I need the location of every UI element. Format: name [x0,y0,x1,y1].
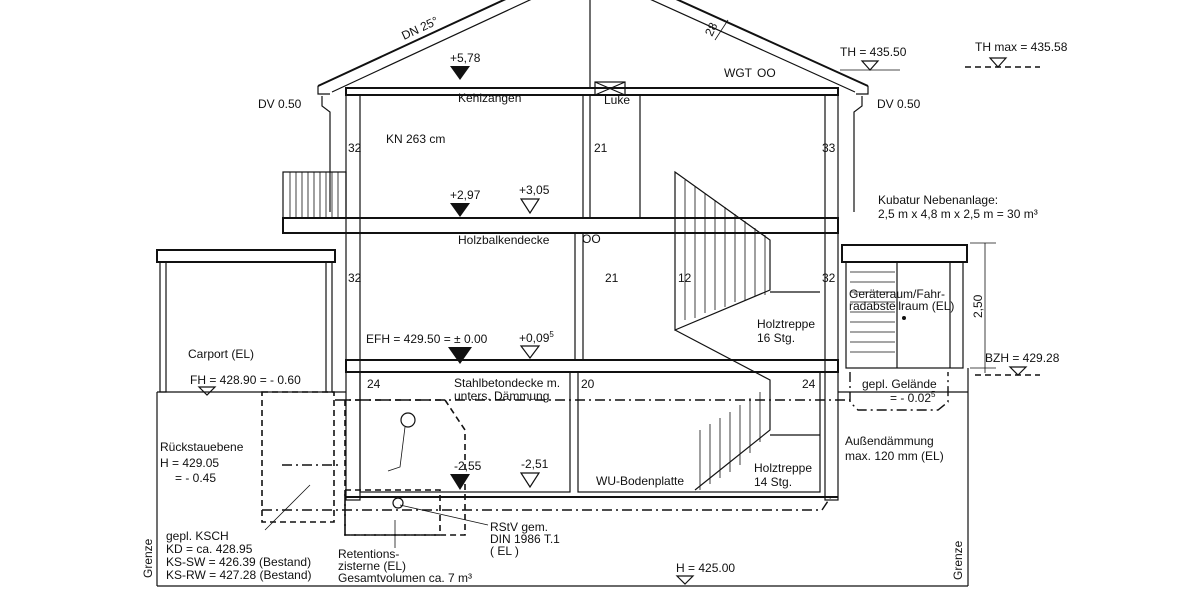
carport-floor-height: FH = 428.90 = - 0.60 [190,373,301,387]
basement-level-raw: -2,55 [454,459,482,473]
terrain-label: gepl. Gelände [862,377,937,391]
basement-level-raw-marker [450,474,470,490]
basement-ceiling-line1: Stahlbetondecke m. [454,376,560,390]
boundary-right-label: Grenze [951,540,965,580]
main-building [282,81,839,501]
annex-height-dimension: 2,50 [971,294,985,318]
room-height-label: KN 263 cm [386,132,445,146]
upper-level-finished: +3,05 [519,183,550,197]
boundary-left-label: Grenze [141,538,155,578]
retention-line3: Gesamtvolumen ca. 7 m³ [338,571,472,585]
backflow-label: Rückstauebene [160,440,244,454]
upper-level-raw: +2,97 [450,188,481,202]
basement-level-finished-marker [519,472,541,489]
site-level-marker [675,575,695,585]
upper-stairs-steps: 16 Stg. [757,331,795,345]
ground-level-finished: +0,095 [519,330,554,345]
rstv-line3: ( EL ) [490,544,519,558]
slab-label: WU-Bodenplatte [596,474,684,488]
insulation-line1: Außendämmung [845,434,934,448]
kd-label: KD = ca. 428.95 [166,542,253,556]
upper-wall-right: 33 [822,141,836,155]
ground-wall-right: 32 [822,271,836,285]
backflow-relative: = - 0.45 [175,471,216,485]
ground-wall-left: 32 [348,271,362,285]
site-height-label: H = 425.00 [676,561,735,575]
basement-stairs-label: Holztreppe [754,461,812,475]
upper-stairs-label: Holztreppe [757,317,815,331]
basement-wall-left: 24 [367,377,381,391]
eave-right-label: DV 0.50 [877,97,921,111]
annex-room-line2: radabstellraum (EL) [849,299,954,313]
retention-line1: Retentions- [338,547,399,561]
rstv-line2: DIN 1986 T.1 [490,532,560,546]
th-max-level-marker [988,57,1008,68]
basement-stairs-steps: 14 Stg. [754,475,792,489]
annex-dims: 2,5 m x 4,8 m x 2,5 m = 30 m³ [878,207,1038,221]
ksch-label: gepl. KSCH [166,529,229,543]
upper-level-raw-marker [450,203,470,217]
attic-level: +5,78 [450,51,481,65]
annex-title: Kubatur Nebenanlage: [878,193,998,207]
upper-wall-inner: 21 [594,141,608,155]
basement-wall-right: 24 [802,377,816,391]
roof: DN 25° 28 DV 0.50 DV 0.50 TH = 435.50 TH… [258,0,1068,212]
upper-wall-left: 32 [348,141,362,155]
wgt-symbol: OO [757,66,776,80]
carport-label: Carport (EL) [188,347,254,361]
balcony [282,171,347,219]
annex: Kubatur Nebenanlage: 2,5 m x 4,8 m x 2,5… [841,193,1060,411]
ground-wall-inner: 21 [605,271,619,285]
stairs [674,170,820,491]
collar-label: Kehlzangen [458,91,521,105]
carport-level-marker [197,386,217,396]
ks-sw-label: KS-SW = 426.39 (Bestand) [166,555,311,569]
rafter-dimension: 28 [702,20,720,38]
upper-level-finished-marker [519,198,541,215]
attic-level-marker [450,66,470,80]
annex-bzh-label: BZH = 429.28 [985,351,1060,365]
annex-room-line1: Geräteraum/Fahr- [849,287,945,301]
upper-symbol: OO [582,232,601,246]
th-level-marker [860,60,880,71]
hatch-label: Luke [604,93,630,107]
insulation-line2: max. 120 mm (EL) [845,449,944,463]
bzh-level-marker [1008,366,1028,376]
ks-rw-label: KS-RW = 427.28 (Bestand) [166,568,312,582]
efh-label: EFH = 429.50 = ± 0.00 [366,332,488,346]
th-max-label: TH max = 435.58 [975,40,1068,54]
retention-line2: zisterne (EL) [338,559,406,573]
basement-ceiling-line2: unters. Dämmung [454,389,549,403]
efh-level-marker [448,347,472,364]
th-label: TH = 435.50 [840,45,907,59]
terrain-value: = - 0.025 [890,390,936,405]
rstv-line1: RStV gem. [490,520,548,534]
stair-wall: 12 [678,271,692,285]
ground-level-finished-marker [519,345,541,359]
site: Grenze Grenze H = 425.00 [141,368,969,587]
drainage: Rückstauebene H = 429.05 = - 0.45 gepl. … [160,391,850,585]
basement-wall-inner: 20 [581,377,595,391]
eave-left-label: DV 0.50 [258,97,302,111]
carport: Carport (EL) FH = 428.90 = - 0.60 [156,249,336,396]
backflow-height: H = 429.05 [160,456,219,470]
wgt-label: WGT [724,66,753,80]
basement-level-finished: -2,51 [521,457,549,471]
ceiling-label: Holzbalkendecke [458,233,550,247]
